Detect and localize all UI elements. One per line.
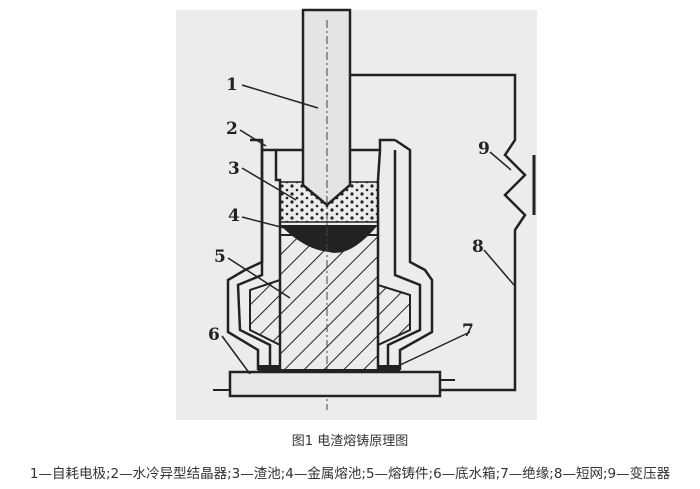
- figure-caption: 图1 电渣熔铸原理图: [291, 434, 409, 449]
- mould-left-outer: [226, 140, 264, 370]
- mould-right-outer: [394, 138, 434, 370]
- label-5: 5: [214, 247, 226, 267]
- label-8: 8: [472, 237, 484, 257]
- label-3: 3: [228, 159, 240, 179]
- label-1: 1: [226, 75, 238, 95]
- label-2: 2: [226, 119, 238, 139]
- insulation-left: [258, 365, 280, 372]
- figure-legend: 1—自耗电极;2—水冷异型结晶器;3—渣池;4—金属熔池;5—熔铸件;6—底水箱…: [29, 466, 671, 482]
- bottom-water-tank: [228, 370, 442, 398]
- insulation-right: [378, 365, 400, 372]
- label-6: 6: [208, 325, 220, 345]
- label-4: 4: [228, 206, 240, 226]
- metal-pool: [280, 225, 378, 253]
- label-7: 7: [462, 321, 474, 341]
- label-9: 9: [478, 139, 490, 159]
- short-network-wire: [350, 73, 527, 392]
